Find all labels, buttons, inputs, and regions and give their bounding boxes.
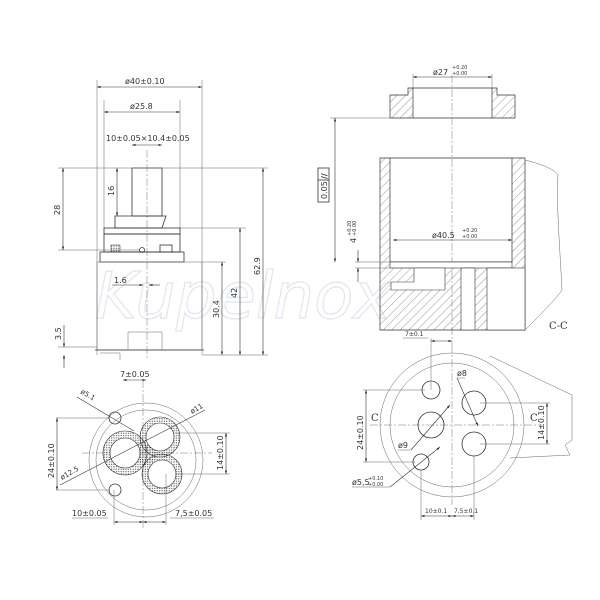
dim-h28: 28 bbox=[53, 205, 62, 215]
dim-h30-4: 30.4 bbox=[212, 300, 221, 318]
seat-dim-w10: 10±0.1 bbox=[425, 508, 447, 515]
seat-dim-off7: 7±0.1 bbox=[405, 331, 424, 338]
parallelism-value: 0.05 bbox=[320, 181, 329, 199]
dim-h3-5: 3.5 bbox=[54, 327, 63, 340]
dim-dia-outer: ø40±0.10 bbox=[125, 77, 165, 86]
dim-h24: 24±0.10 bbox=[47, 443, 56, 478]
dim-h4-tol-lower: +0.00 bbox=[352, 221, 358, 236]
dim-off7: 7±0.05 bbox=[120, 370, 150, 379]
dim-d40-5: ø40.5 bbox=[432, 231, 455, 240]
dim-d11: ø11 bbox=[189, 402, 204, 416]
dim-w1-6: 1.6 bbox=[114, 276, 127, 285]
dim-d5-1: ø5.1 bbox=[79, 388, 96, 403]
dim-h42: 42 bbox=[230, 288, 239, 298]
dim-d40-5-tol-upper: +0.20 bbox=[462, 228, 477, 234]
dim-h62-9: 62.9 bbox=[253, 257, 262, 275]
dim-w10: 10±0.05 bbox=[72, 509, 107, 518]
dim-d27-tol-lower: +0.00 bbox=[452, 71, 467, 77]
section-label: C-C bbox=[549, 321, 568, 332]
dim-w7-5: 7,5±0.05 bbox=[175, 509, 212, 518]
seat-dim-w7-5: 7,5±0.1 bbox=[454, 508, 478, 515]
dim-d27-tol-upper: +0.20 bbox=[452, 65, 467, 71]
cut-label-right: C bbox=[530, 413, 538, 424]
seat-view: 7±0.1 ø8 ø9 ø5,5 +0.10 +0.00 24±0.10 14±… bbox=[352, 331, 573, 520]
watermark: Kupelnox bbox=[95, 260, 392, 334]
seat-dim-d5-5: ø5,5 bbox=[352, 478, 370, 487]
cut-label-left: C bbox=[371, 413, 379, 424]
seat-dim-d9: ø9 bbox=[398, 441, 408, 450]
dim-d27: ø27 bbox=[433, 68, 448, 77]
dim-spline: 10±0.05×10.4±0.05 bbox=[106, 134, 190, 143]
seat-dim-d8: ø8 bbox=[457, 369, 467, 378]
side-view: ø40±0.10 ø25.8 10±0.05×10.4±0.05 28 16 bbox=[53, 77, 268, 368]
bottom-view: ø5.1 ø11 ø12.5 7±0.05 24±0.10 14±0.10 10… bbox=[47, 370, 230, 530]
dim-dia-inner: ø25.8 bbox=[130, 102, 153, 111]
section-view: ø27 +0.20 +0.00 // 0.05 ø40.5 +0.20 +0.0… bbox=[317, 65, 568, 345]
seat-dim-d5-5-tol-upper: +0.10 bbox=[368, 476, 383, 482]
dim-d12-5: ø12.5 bbox=[59, 465, 80, 482]
dim-h16: 16 bbox=[107, 186, 116, 196]
seat-dim-h14: 14±0.10 bbox=[537, 405, 546, 440]
dim-h4-tol-upper: +0.20 bbox=[347, 221, 353, 236]
dim-h14: 14±0.10 bbox=[216, 435, 225, 470]
seat-dim-d5-5-tol-lower: +0.00 bbox=[368, 482, 383, 488]
dim-d40-5-tol-lower: +0.00 bbox=[462, 234, 477, 240]
seat-dim-h24: 24±0.10 bbox=[356, 415, 365, 450]
parallelism-symbol: // bbox=[320, 173, 329, 179]
dim-h4: 4 bbox=[349, 238, 358, 243]
